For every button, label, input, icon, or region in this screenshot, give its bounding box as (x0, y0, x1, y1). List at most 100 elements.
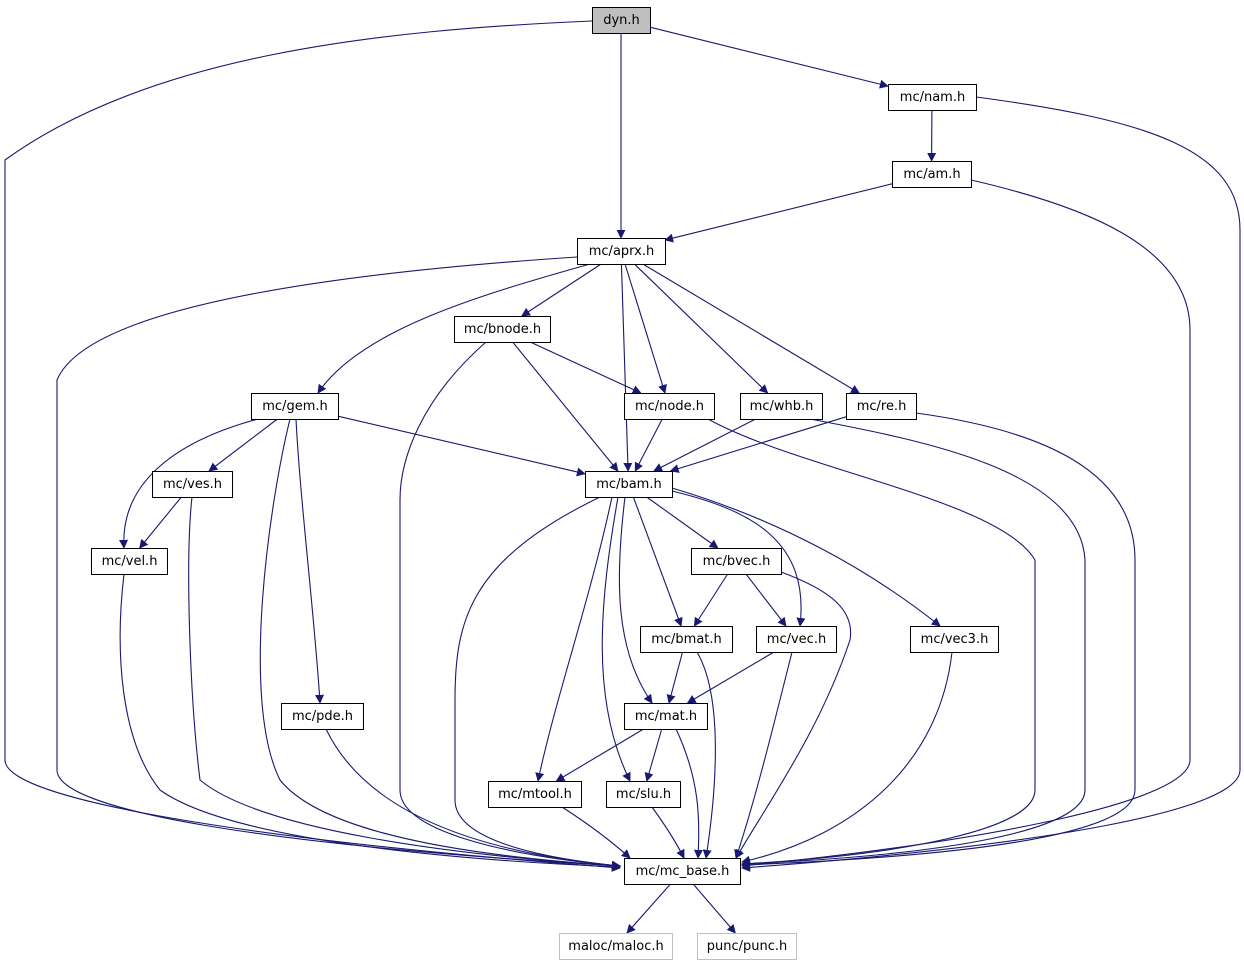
edge-bmat-to-mcbase (696, 651, 716, 859)
node-vec[interactable]: mc/vec.h (756, 626, 837, 653)
node-pde[interactable]: mc/pde.h (281, 703, 364, 730)
edge-ves-to-vel (139, 496, 182, 549)
edge-aprx-to-bam (620, 263, 633, 472)
node-nam[interactable]: mc/nam.h (888, 84, 977, 111)
edge-node-to-bam (634, 418, 663, 472)
node-label: mc/mat.h (635, 709, 697, 724)
edge-dyn-to-mcbase (4, 20, 621, 872)
edge-bnode-to-mcbase (399, 341, 621, 870)
edge-aprx-to-node (624, 263, 667, 394)
edge-mat-to-mcbase (675, 728, 703, 859)
node-dyn[interactable]: dyn.h (592, 7, 651, 34)
edge-vec-to-mat (686, 651, 775, 704)
edge-bam-to-vec3 (671, 487, 941, 627)
edge-bmat-to-mat (666, 651, 684, 704)
edge-mat-to-mtool (555, 728, 644, 782)
node-box (892, 161, 972, 188)
edge-bvec-to-bmat (693, 573, 729, 627)
node-box (624, 393, 715, 420)
node-box (251, 393, 339, 420)
node-label: dyn.h (603, 13, 640, 28)
nodes: dyn.h mc/nam.h mc/am.h mc/aprx.h mc/bnode.h m… (91, 7, 999, 960)
node-label: mc/gem.h (262, 399, 327, 414)
edge-gem-to-bam (337, 415, 586, 477)
node-label: mc/vec.h (767, 632, 826, 647)
edge-node-to-mcbase (707, 418, 1036, 869)
node-punc[interactable]: punc/punc.h (697, 933, 797, 960)
edge-bam-to-mcbase (454, 496, 621, 870)
edge-bam-to-slu (601, 496, 631, 782)
node-box (640, 626, 733, 653)
edge-aprx-to-gem (317, 263, 591, 394)
node-whb[interactable]: mc/whb.h (740, 393, 823, 420)
node-label: mc/bmat.h (651, 632, 722, 647)
node-label: mc/aprx.h (589, 244, 654, 259)
node-ves[interactable]: mc/ves.h (152, 471, 233, 498)
edge-gem-to-pde (295, 418, 325, 704)
node-vec3[interactable]: mc/vec3.h (910, 626, 999, 653)
edge-aprx-to-re (642, 263, 860, 394)
node-label: mc/mtool.h (498, 787, 572, 802)
node-vel[interactable]: mc/vel.h (91, 548, 168, 575)
edge-mcbase-to-punc (692, 883, 736, 934)
node-box (624, 858, 741, 885)
node-re[interactable]: mc/re.h (846, 393, 917, 420)
node-box (152, 471, 233, 498)
edge-vel-to-mcbase (119, 573, 621, 872)
node-box (606, 781, 681, 808)
node-label: mc/am.h (903, 167, 960, 182)
node-label: mc/bam.h (596, 477, 661, 492)
node-slu[interactable]: mc/slu.h (606, 781, 681, 808)
edge-aprx-to-bnode (521, 263, 602, 317)
node-mat[interactable]: mc/mat.h (624, 703, 708, 730)
edge-dyn-to-nam (649, 26, 889, 89)
node-box (697, 933, 797, 960)
edge-bam-to-vec (671, 490, 806, 627)
node-box (691, 548, 782, 575)
node-box (592, 7, 651, 34)
node-am[interactable]: mc/am.h (892, 161, 972, 188)
node-bam[interactable]: mc/bam.h (585, 471, 673, 498)
edge-mat-to-slu (644, 728, 663, 782)
node-label: mc/pde.h (292, 709, 353, 724)
edge-bam-to-bmat (632, 496, 683, 627)
edge-bvec-to-vec (745, 573, 787, 627)
edge-whb-to-bam (653, 418, 756, 472)
edge-bam-to-bvec (646, 496, 719, 549)
node-label: mc/bnode.h (464, 322, 541, 337)
node-box (454, 316, 551, 343)
node-label: mc/vel.h (102, 554, 158, 569)
node-bvec[interactable]: mc/bvec.h (691, 548, 782, 575)
node-label: maloc/maloc.h (568, 939, 663, 954)
node-label: punc/punc.h (707, 939, 788, 954)
node-aprx[interactable]: mc/aprx.h (577, 238, 666, 265)
edge-gem-to-ves (208, 418, 278, 472)
node-gem[interactable]: mc/gem.h (251, 393, 339, 420)
node-maloc[interactable]: maloc/maloc.h (559, 933, 673, 960)
node-box (577, 238, 666, 265)
node-node[interactable]: mc/node.h (624, 393, 715, 420)
edges (4, 20, 1241, 934)
edge-whb-to-mcbase (741, 418, 1086, 869)
node-box (488, 781, 582, 808)
node-bmat[interactable]: mc/bmat.h (640, 626, 733, 653)
node-mcbase[interactable]: mc/mc_base.h (624, 858, 741, 885)
node-box (846, 393, 917, 420)
node-box (910, 626, 999, 653)
edge-bnode-to-node (529, 341, 642, 394)
edge-bnode-to-bam (512, 341, 619, 472)
edge-bam-to-mat (618, 496, 653, 704)
edge-aprx-to-whb (634, 263, 769, 394)
node-box (585, 471, 673, 498)
edge-re-to-mcbase (741, 412, 1136, 870)
node-label: mc/node.h (635, 399, 704, 414)
node-box (624, 703, 708, 730)
node-bnode[interactable]: mc/bnode.h (454, 316, 551, 343)
node-box (281, 703, 364, 730)
node-label: mc/bvec.h (703, 554, 771, 569)
node-mtool[interactable]: mc/mtool.h (488, 781, 582, 808)
edge-mcbase-to-maloc (626, 883, 671, 934)
node-box (888, 84, 977, 111)
node-label: mc/re.h (857, 399, 907, 414)
